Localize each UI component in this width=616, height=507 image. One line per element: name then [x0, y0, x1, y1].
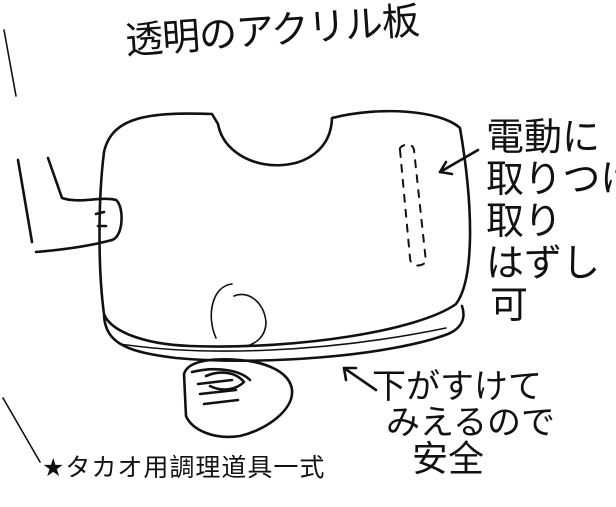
acrylic-plate-rim: [102, 304, 465, 363]
right-note-line-3: 取り: [486, 198, 563, 243]
left-edge-line-bottom: [2, 397, 41, 463]
acrylic-plate-rim-inner: [119, 327, 447, 352]
footer-caption: ★タカオ用調理道具一式: [42, 453, 326, 482]
bottom-note-line-3: 安全: [412, 439, 485, 481]
right-note-line-2: 取りつけ: [486, 156, 616, 201]
sneaker-icon: [182, 283, 294, 439]
bottom-note-line-1: 下がすけて: [372, 367, 542, 407]
bottom-note: 下がすけて みえるので 安全: [372, 367, 555, 481]
bottom-note-arrow: [342, 366, 378, 392]
right-note: 電動に 取りつけ 取り はずし 可: [486, 115, 616, 327]
acrylic-plate-outline: [98, 109, 472, 348]
bottom-note-line-2: みえるので: [386, 402, 555, 443]
right-note-line-1: 電動に: [486, 115, 601, 159]
right-note-arrow: [438, 148, 480, 176]
right-note-line-4: はずし: [486, 240, 601, 285]
left-edge-line-top: [3, 29, 17, 97]
mounting-slot: [398, 143, 427, 267]
right-note-line-5: 可: [490, 282, 529, 327]
foot-icon: [16, 156, 123, 254]
